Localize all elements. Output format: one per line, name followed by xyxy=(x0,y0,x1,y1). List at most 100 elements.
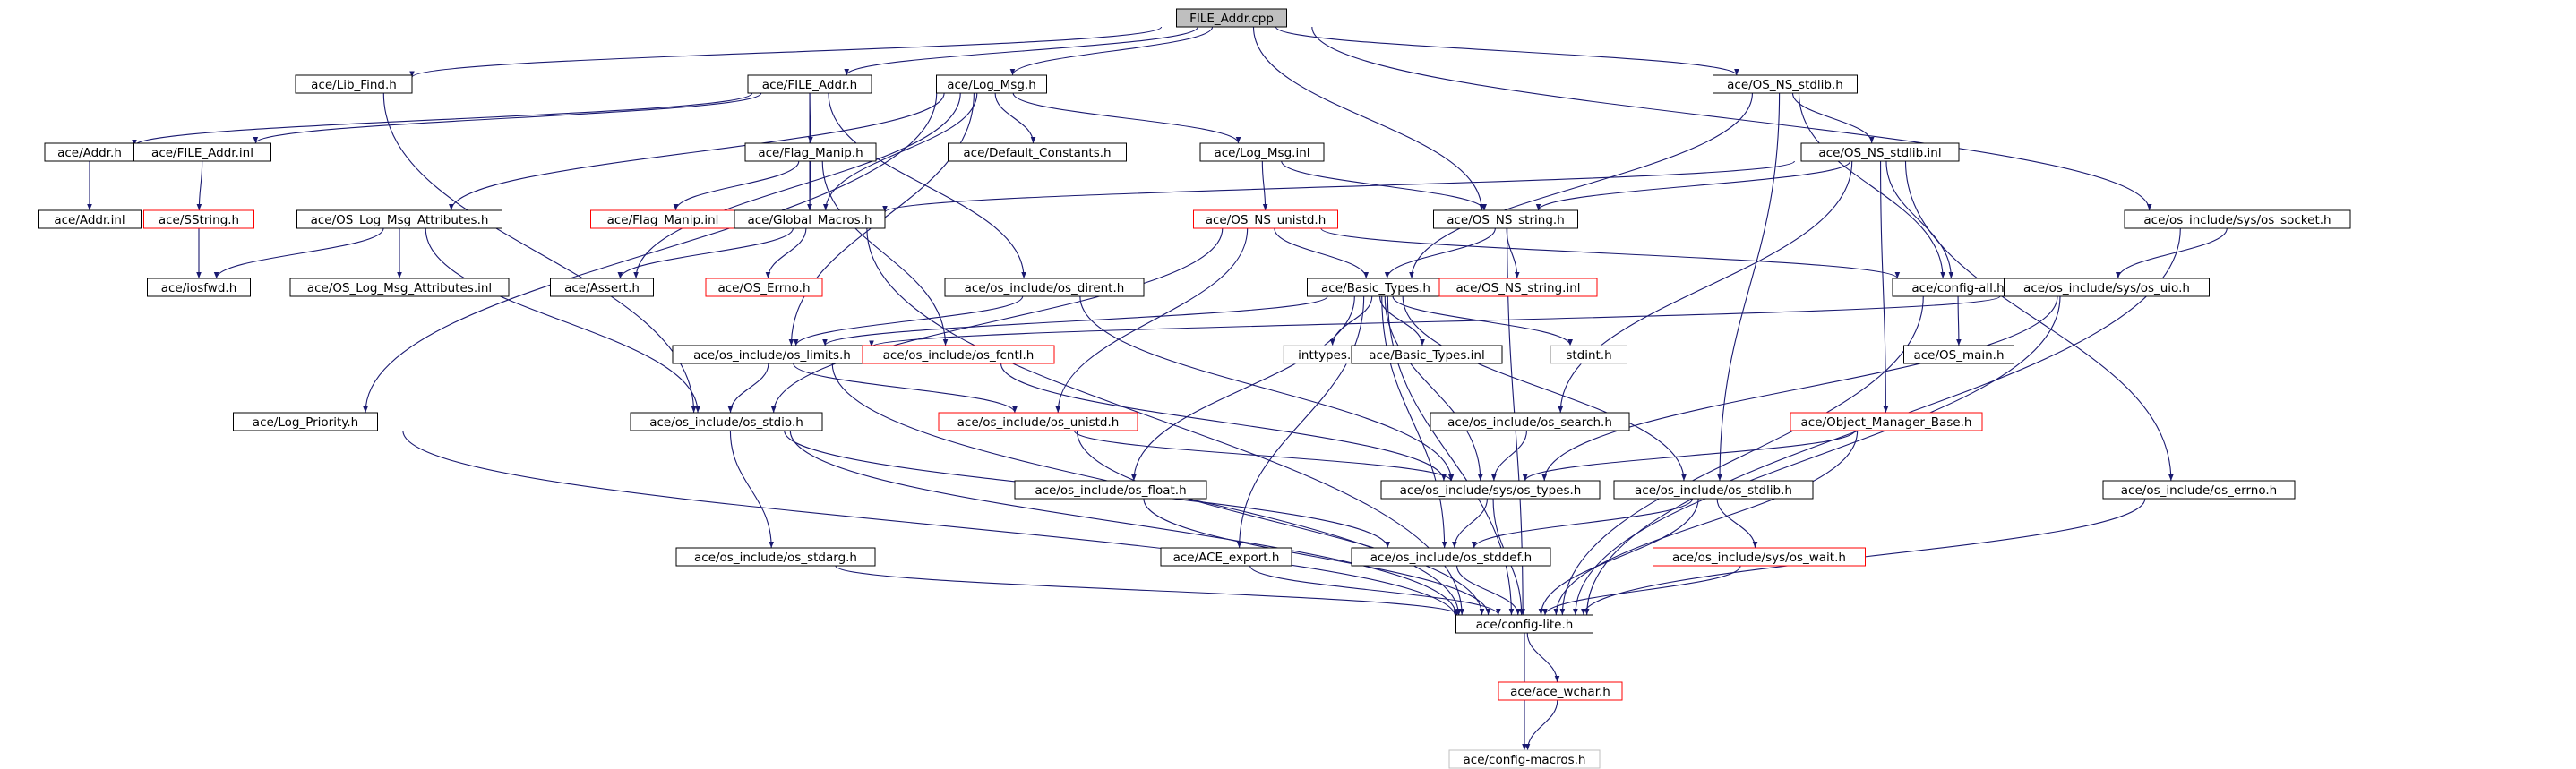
edge-os_stdlib_h-to-config_lite_h xyxy=(1538,498,1699,616)
node-label-os_ns_string_h: ace/OS_NS_string.h xyxy=(1447,213,1565,227)
node-os_stdio_h[interactable]: ace/os_include/os_stdio.h xyxy=(630,412,823,431)
node-lib_find_h[interactable]: ace/Lib_Find.h xyxy=(295,74,413,94)
node-box-os_float_h xyxy=(1014,480,1207,500)
node-ace_wchar_h[interactable]: ace/ace_wchar.h xyxy=(1498,681,1623,701)
node-addr_inl[interactable]: ace/Addr.inl xyxy=(38,209,142,229)
edge-os_stdlib_h-to-os_wait_h xyxy=(1716,498,1758,549)
edge-log_msg_h-to-assert_h xyxy=(633,92,961,279)
edge-os_uio_h-to-os_types_h xyxy=(1541,295,2058,482)
node-file_addr_cpp[interactable]: FILE_Addr.cpp xyxy=(1176,8,1287,28)
node-os_unistd_h[interactable]: ace/os_include/os_unistd.h xyxy=(938,412,1138,431)
node-label-os_types_h: ace/os_include/sys/os_types.h xyxy=(1400,483,1582,498)
node-log_msg_inl[interactable]: ace/Log_Msg.inl xyxy=(1199,142,1325,162)
node-label-os_uio_h: ace/os_include/sys/os_uio.h xyxy=(2023,281,2190,295)
edge-global_macros_h-to-config_lite_h xyxy=(866,227,1464,616)
node-os_errno_ace_h[interactable]: ace/OS_Errno.h xyxy=(705,278,823,297)
node-box-log_priority_h xyxy=(233,412,378,431)
node-box-config_macros_h xyxy=(1448,749,1601,769)
node-os_log_msg_attributes_inl[interactable]: ace/OS_Log_Msg_Attributes.inl xyxy=(289,278,510,297)
edge-os_ns_stdlib_h-to-config_all_h xyxy=(1798,92,1945,279)
node-stdint_h[interactable]: stdint.h xyxy=(1550,345,1627,364)
node-file_addr_h[interactable]: ace/FILE_Addr.h xyxy=(747,74,872,94)
node-os_errno_h[interactable]: ace/os_include/os_errno.h xyxy=(2102,480,2296,500)
edge-os_ns_unistd_h-to-basic_types_h xyxy=(1274,227,1370,279)
node-label-log_msg_h: ace/Log_Msg.h xyxy=(947,78,1036,92)
node-os_float_h[interactable]: ace/os_include/os_float.h xyxy=(1014,480,1207,500)
edge-os_search_h-to-os_types_h xyxy=(1491,430,1528,482)
node-os_main_h[interactable]: ace/OS_main.h xyxy=(1903,345,2014,364)
node-global_macros_h[interactable]: ace/Global_Macros.h xyxy=(734,209,886,229)
node-os_types_h[interactable]: ace/os_include/sys/os_types.h xyxy=(1380,480,1601,500)
node-box-log_msg_inl xyxy=(1199,142,1325,162)
node-sstring_h[interactable]: ace/SString.h xyxy=(143,209,254,229)
node-box-log_msg_h xyxy=(936,74,1047,94)
node-label-assert_h: ace/Assert.h xyxy=(564,281,640,295)
node-os_ns_string_h[interactable]: ace/OS_NS_string.h xyxy=(1433,209,1578,229)
edge-basic_types_h-to-os_float_h xyxy=(1131,295,1355,482)
node-box-global_macros_h xyxy=(734,209,886,229)
node-object_manager_base_h[interactable]: ace/Object_Manager_Base.h xyxy=(1790,412,1983,431)
edge-file_addr_inl-to-sstring_h xyxy=(196,160,203,211)
node-os_stdlib_h[interactable]: ace/os_include/os_stdlib.h xyxy=(1613,480,1814,500)
node-os_fcntl_h[interactable]: ace/os_include/os_fcntl.h xyxy=(862,345,1055,364)
node-label-os_stdarg_h: ace/os_include/os_stdarg.h xyxy=(694,551,857,565)
node-default_constants_h[interactable]: ace/Default_Constants.h xyxy=(948,142,1127,162)
node-label-basic_types_h: ace/Basic_Types.h xyxy=(1321,281,1430,295)
edge-os_log_msg_attributes_h-to-os_stdio_h xyxy=(425,227,700,414)
edge-basic_types_h-to-stdint_h xyxy=(1392,295,1573,346)
node-config_macros_h[interactable]: ace/config-macros.h xyxy=(1448,749,1601,769)
node-log_msg_h[interactable]: ace/Log_Msg.h xyxy=(936,74,1047,94)
node-os_wait_h[interactable]: ace/os_include/sys/os_wait.h xyxy=(1653,547,1866,567)
edge-os_ns_stdlib_inl-to-os_errno_h xyxy=(1904,160,2174,482)
edge-os_stdio_h-to-config_lite_h xyxy=(789,430,1459,616)
node-box-os_unistd_h xyxy=(938,412,1138,431)
node-os_ns_stdlib_inl[interactable]: ace/OS_NS_stdlib.inl xyxy=(1800,142,1960,162)
edge-os_ns_stdlib_h-to-basic_types_h xyxy=(1409,92,1753,279)
node-os_search_h[interactable]: ace/os_include/os_search.h xyxy=(1430,412,1630,431)
node-os_log_msg_attributes_h[interactable]: ace/OS_Log_Msg_Attributes.h xyxy=(296,209,502,229)
node-box-os_stddef_h xyxy=(1351,547,1551,567)
node-label-ace_wchar_h: ace/ace_wchar.h xyxy=(1510,685,1610,699)
node-os_socket_h[interactable]: ace/os_include/sys/os_socket.h xyxy=(2124,209,2351,229)
node-ace_export_h[interactable]: ace/ACE_export.h xyxy=(1160,547,1292,567)
node-basic_types_h[interactable]: ace/Basic_Types.h xyxy=(1307,278,1445,297)
edge-ace_wchar_h-to-config_macros_h xyxy=(1524,699,1558,751)
edge-os_ns_stdlib_h-to-os_ns_stdlib_inl xyxy=(1791,92,1875,144)
node-os_dirent_h[interactable]: ace/os_include/os_dirent.h xyxy=(944,278,1145,297)
node-box-iosfwd_h xyxy=(147,278,251,297)
edge-os_socket_h-to-os_uio_h xyxy=(2116,227,2228,279)
node-box-file_addr_cpp xyxy=(1176,8,1287,28)
node-os_uio_h[interactable]: ace/os_include/sys/os_uio.h xyxy=(2004,278,2210,297)
node-flag_manip_inl[interactable]: ace/Flag_Manip.inl xyxy=(590,209,735,229)
node-box-os_socket_h xyxy=(2124,209,2351,229)
edge-os_ns_unistd_h-to-os_stdio_h xyxy=(770,227,1224,414)
node-os_stdarg_h[interactable]: ace/os_include/os_stdarg.h xyxy=(675,547,876,567)
node-file_addr_inl[interactable]: ace/FILE_Addr.inl xyxy=(133,142,271,162)
node-log_priority_h[interactable]: ace/Log_Priority.h xyxy=(233,412,378,431)
edge-os_ns_unistd_h-to-config_all_h xyxy=(1320,227,1900,279)
node-iosfwd_h[interactable]: ace/iosfwd.h xyxy=(147,278,251,297)
edge-os_limits_h-to-os_unistd_h xyxy=(793,363,1018,414)
edge-log_priority_h-to-config_lite_h xyxy=(402,430,1459,619)
node-label-iosfwd_h: ace/iosfwd.h xyxy=(161,281,237,295)
node-os_ns_unistd_h[interactable]: ace/OS_NS_unistd.h xyxy=(1193,209,1338,229)
node-basic_types_inl[interactable]: ace/Basic_Types.inl xyxy=(1351,345,1503,364)
node-assert_h[interactable]: ace/Assert.h xyxy=(550,278,654,297)
node-box-object_manager_base_h xyxy=(1790,412,1983,431)
node-box-os_ns_stdlib_h xyxy=(1713,74,1858,94)
node-addr_h[interactable]: ace/Addr.h xyxy=(44,142,135,162)
node-os_limits_h[interactable]: ace/os_include/os_limits.h xyxy=(672,345,872,364)
edge-os_ns_stdlib_inl-to-os_ns_string_h xyxy=(1535,160,1851,211)
node-box-os_ns_unistd_h xyxy=(1193,209,1338,229)
node-flag_manip_h[interactable]: ace/Flag_Manip.h xyxy=(744,142,877,162)
node-config_lite_h[interactable]: ace/config-lite.h xyxy=(1455,614,1593,634)
node-os_ns_string_inl[interactable]: ace/OS_NS_string.inl xyxy=(1438,278,1598,297)
edge-os_ns_stdlib_inl-to-os_search_h xyxy=(1558,160,1853,414)
node-os_stddef_h[interactable]: ace/os_include/os_stddef.h xyxy=(1351,547,1551,567)
node-label-default_constants_h: ace/Default_Constants.h xyxy=(963,146,1111,160)
edge-os_stdio_h-to-os_stdarg_h xyxy=(729,430,774,549)
edge-log_msg_h-to-os_log_msg_attributes_h xyxy=(449,92,945,211)
node-inttypes_h[interactable]: inttypes.h xyxy=(1283,345,1374,364)
edge-global_macros_h-to-os_errno_ace_h xyxy=(765,227,807,279)
node-os_ns_stdlib_h[interactable]: ace/OS_NS_stdlib.h xyxy=(1713,74,1858,94)
